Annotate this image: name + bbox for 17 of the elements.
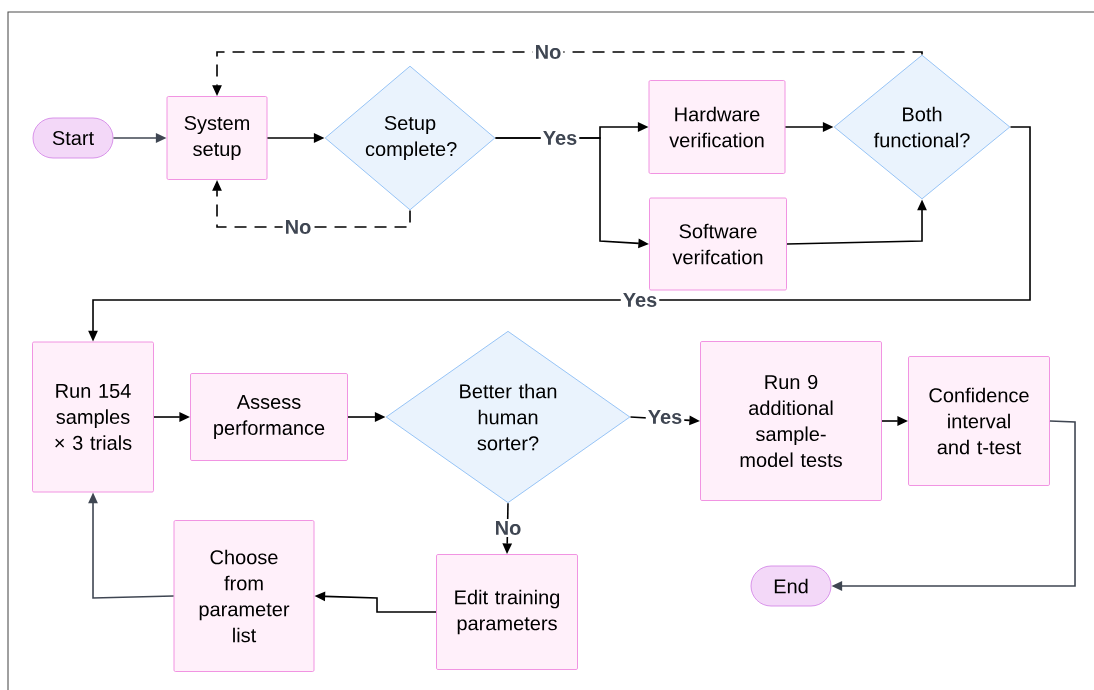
edge-label: Yes bbox=[620, 291, 660, 309]
process-box: Software verifcation bbox=[649, 197, 787, 291]
process-box: Run 9 additional sample-model tests bbox=[700, 341, 882, 501]
process-box: Hardware verification bbox=[648, 80, 786, 174]
edge-label: Yes bbox=[540, 129, 580, 147]
process-box: Edit training parameters bbox=[436, 554, 578, 670]
edge-label: No bbox=[532, 43, 564, 61]
edge-label: Yes bbox=[645, 408, 685, 426]
process-box: System setup bbox=[166, 96, 268, 180]
process-box: Choose from parameter list bbox=[173, 520, 315, 672]
process-box: Assess performance bbox=[190, 373, 348, 461]
edge-label: No bbox=[282, 218, 314, 236]
edge-label: No bbox=[492, 519, 524, 537]
process-box: Confidence interval and t-test bbox=[908, 356, 1050, 486]
terminal-pill: Start bbox=[32, 117, 114, 159]
terminal-pill: End bbox=[750, 565, 832, 607]
process-box: Run 154 samples × 3 trials bbox=[32, 341, 154, 493]
